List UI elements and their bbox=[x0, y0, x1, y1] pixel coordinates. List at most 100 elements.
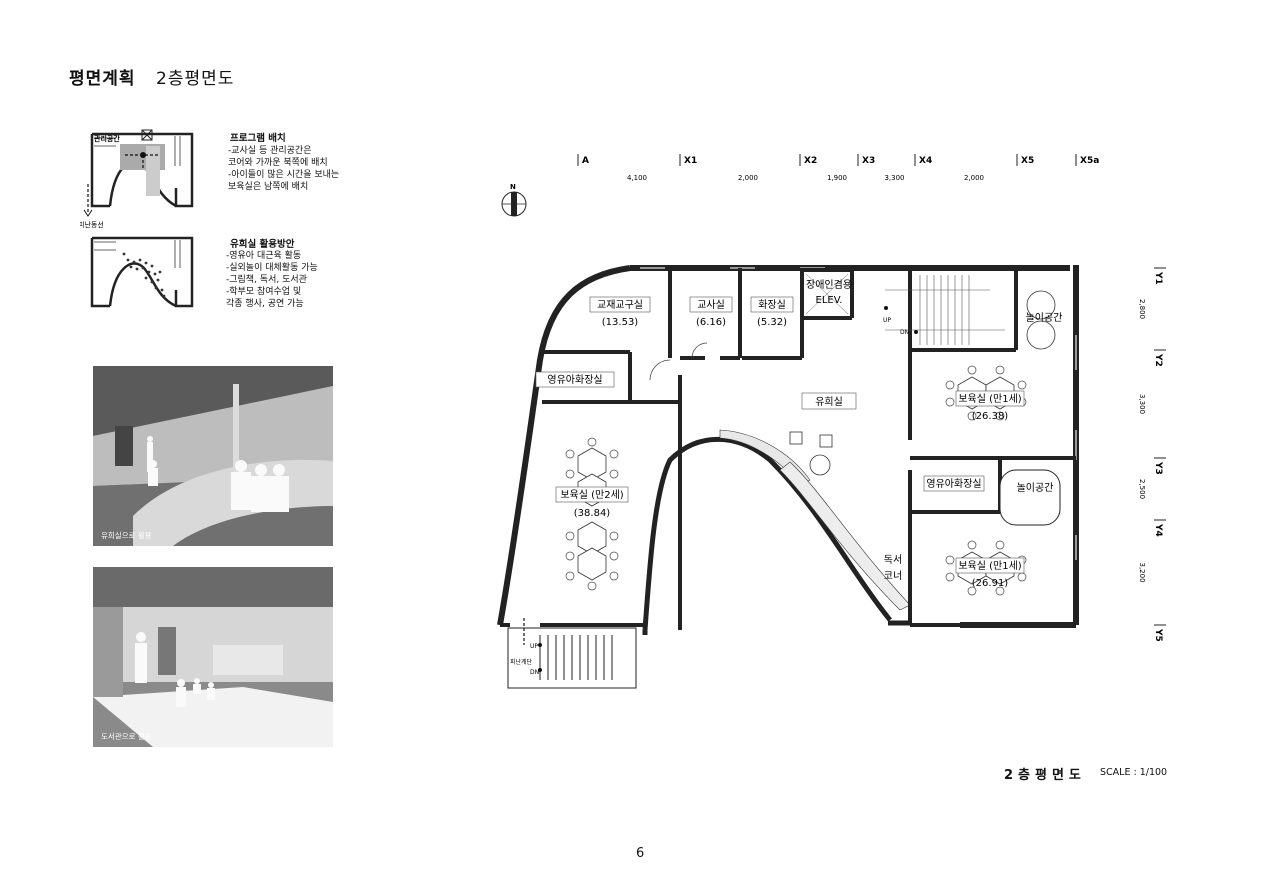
x-axis-label: X5a bbox=[1080, 156, 1099, 166]
chair bbox=[609, 469, 619, 479]
diagram-label-evacuation: 피난동선 bbox=[80, 220, 104, 229]
library-render-image: 도서관으로 활용 bbox=[93, 567, 333, 747]
dn-label: DN bbox=[530, 669, 539, 676]
chair bbox=[945, 397, 955, 407]
room-care-age1b-area: (26.91) bbox=[972, 578, 1009, 589]
x-axis-label: A bbox=[582, 156, 589, 166]
y-dimension: 2,500 bbox=[1138, 479, 1146, 499]
x-axis-label: X4 bbox=[919, 156, 932, 166]
chair bbox=[995, 540, 1005, 550]
page-subtitle: 2층평면도 bbox=[156, 69, 235, 89]
chair bbox=[1017, 380, 1027, 390]
y-axis-label: Y4 bbox=[1153, 523, 1163, 537]
chair bbox=[945, 555, 955, 565]
playroom-render-image: 유희실으로 활용 bbox=[93, 366, 333, 546]
room-play-top: 놀이공간 bbox=[1026, 312, 1063, 324]
plan-scale: SCALE : 1/100 bbox=[1100, 767, 1168, 778]
x-axis-label: X2 bbox=[804, 156, 817, 166]
diagram-label-management: 관리공간 bbox=[94, 134, 120, 143]
room-teacher-area: (6.16) bbox=[696, 317, 726, 328]
y-axis-label: Y1 bbox=[1153, 271, 1163, 285]
photo-caption: 유희실으로 활용 bbox=[101, 531, 152, 540]
playroom-line: -영유아 대근육 활동 bbox=[226, 251, 302, 261]
room-reading-1: 독서 bbox=[884, 554, 902, 566]
chair bbox=[995, 586, 1005, 596]
y-dimension: 2,800 bbox=[1138, 299, 1146, 319]
y-axis-label: Y2 bbox=[1153, 353, 1163, 367]
room-care-age2: 보육실 (만2세) bbox=[560, 489, 623, 501]
chair bbox=[1017, 572, 1027, 582]
y-dimension: 3,300 bbox=[1138, 394, 1146, 414]
program-line: 코어와 가까운 북쪽에 배치 bbox=[228, 158, 328, 168]
program-heading: 프로그램 배치 bbox=[230, 133, 286, 144]
room-infant-toilet-left: 영유아화장실 bbox=[547, 374, 602, 386]
room-elevator: 장애인겸용 bbox=[806, 279, 852, 291]
page-title: 평면계획 bbox=[69, 69, 136, 89]
chair bbox=[587, 581, 597, 591]
program-line: -교사실 등 관리공간은 bbox=[228, 146, 312, 156]
chair bbox=[945, 380, 955, 390]
chair bbox=[609, 571, 619, 581]
chair bbox=[967, 365, 977, 375]
chair bbox=[565, 571, 575, 581]
chair bbox=[945, 572, 955, 582]
room-playroom: 유희실 bbox=[815, 396, 843, 408]
photo-caption: 도서관으로 활용 bbox=[101, 732, 152, 741]
chair bbox=[587, 437, 597, 447]
page-number: 6 bbox=[636, 846, 645, 861]
room-care-age2-area: (38.84) bbox=[574, 508, 611, 519]
x-dimension: 2,000 bbox=[738, 174, 758, 182]
chair bbox=[609, 551, 619, 561]
chair bbox=[609, 449, 619, 459]
chair bbox=[995, 411, 1005, 421]
playroom-line: -학부모 참여수업 및 bbox=[226, 287, 302, 297]
chair bbox=[967, 411, 977, 421]
up-label: UP bbox=[530, 643, 538, 650]
evac-stair-label: 피난계단 bbox=[510, 658, 533, 666]
room-infant-toilet-right: 영유아화장실 bbox=[926, 478, 981, 490]
program-layout-diagram: 관리공간 피난동선 bbox=[80, 129, 194, 229]
room-material: 교재교구실 bbox=[597, 299, 643, 311]
chair bbox=[995, 365, 1005, 375]
x-axis-label: X1 bbox=[684, 156, 697, 166]
plan-title: 2층평면도 bbox=[1004, 768, 1086, 783]
room-care-age1b: 보육실 (만1세) bbox=[958, 560, 1021, 572]
room-teacher: 교사실 bbox=[697, 299, 725, 311]
chair bbox=[565, 469, 575, 479]
core-dn-label: DN bbox=[900, 329, 909, 336]
x-axis-label: X3 bbox=[862, 156, 875, 166]
room-elevator-sub: ELEV. bbox=[816, 295, 843, 306]
playroom-line: -그림책, 독서, 도서관 bbox=[226, 275, 307, 285]
chair bbox=[609, 531, 619, 541]
room-play-mid: 놀이공간 bbox=[1017, 482, 1054, 494]
north-label: N bbox=[510, 183, 516, 191]
room-reading-2: 코너 bbox=[884, 570, 902, 582]
playroom-line: 각종 행사, 공연 가능 bbox=[226, 299, 304, 309]
chair bbox=[565, 449, 575, 459]
x-dimension: 2,000 bbox=[964, 174, 984, 182]
y-axis-label: Y5 bbox=[1153, 628, 1163, 642]
chair bbox=[565, 531, 575, 541]
room-care-age1a-area: (26.38) bbox=[972, 411, 1009, 422]
y-dimension: 3,200 bbox=[1138, 563, 1146, 583]
x-dimension: 1,900 bbox=[827, 174, 847, 182]
north-arrow-icon: N bbox=[501, 183, 527, 217]
chair bbox=[967, 586, 977, 596]
y-axis-label: Y3 bbox=[1153, 461, 1163, 475]
room-toilet-area: (5.32) bbox=[757, 317, 787, 328]
room-toilet: 화장실 bbox=[758, 299, 786, 311]
program-line: -아이들이 많은 시간을 보내는 bbox=[228, 170, 340, 180]
playroom-usage-diagram bbox=[90, 236, 194, 308]
playroom-line: -실외놀이 대체활동 가능 bbox=[226, 263, 318, 273]
x-dimension: 3,300 bbox=[884, 174, 904, 182]
room-care-age1a: 보육실 (만1세) bbox=[958, 393, 1021, 405]
chair bbox=[565, 551, 575, 561]
room-material-area: (13.53) bbox=[602, 317, 639, 328]
x-axis-label: X5 bbox=[1021, 156, 1034, 166]
program-line: 보육실은 남쪽에 배치 bbox=[228, 182, 309, 192]
core-up-label: UP bbox=[883, 317, 891, 324]
playroom-heading: 유희실 활용방안 bbox=[230, 239, 295, 250]
x-dimension: 4,100 bbox=[627, 174, 647, 182]
chair bbox=[967, 540, 977, 550]
